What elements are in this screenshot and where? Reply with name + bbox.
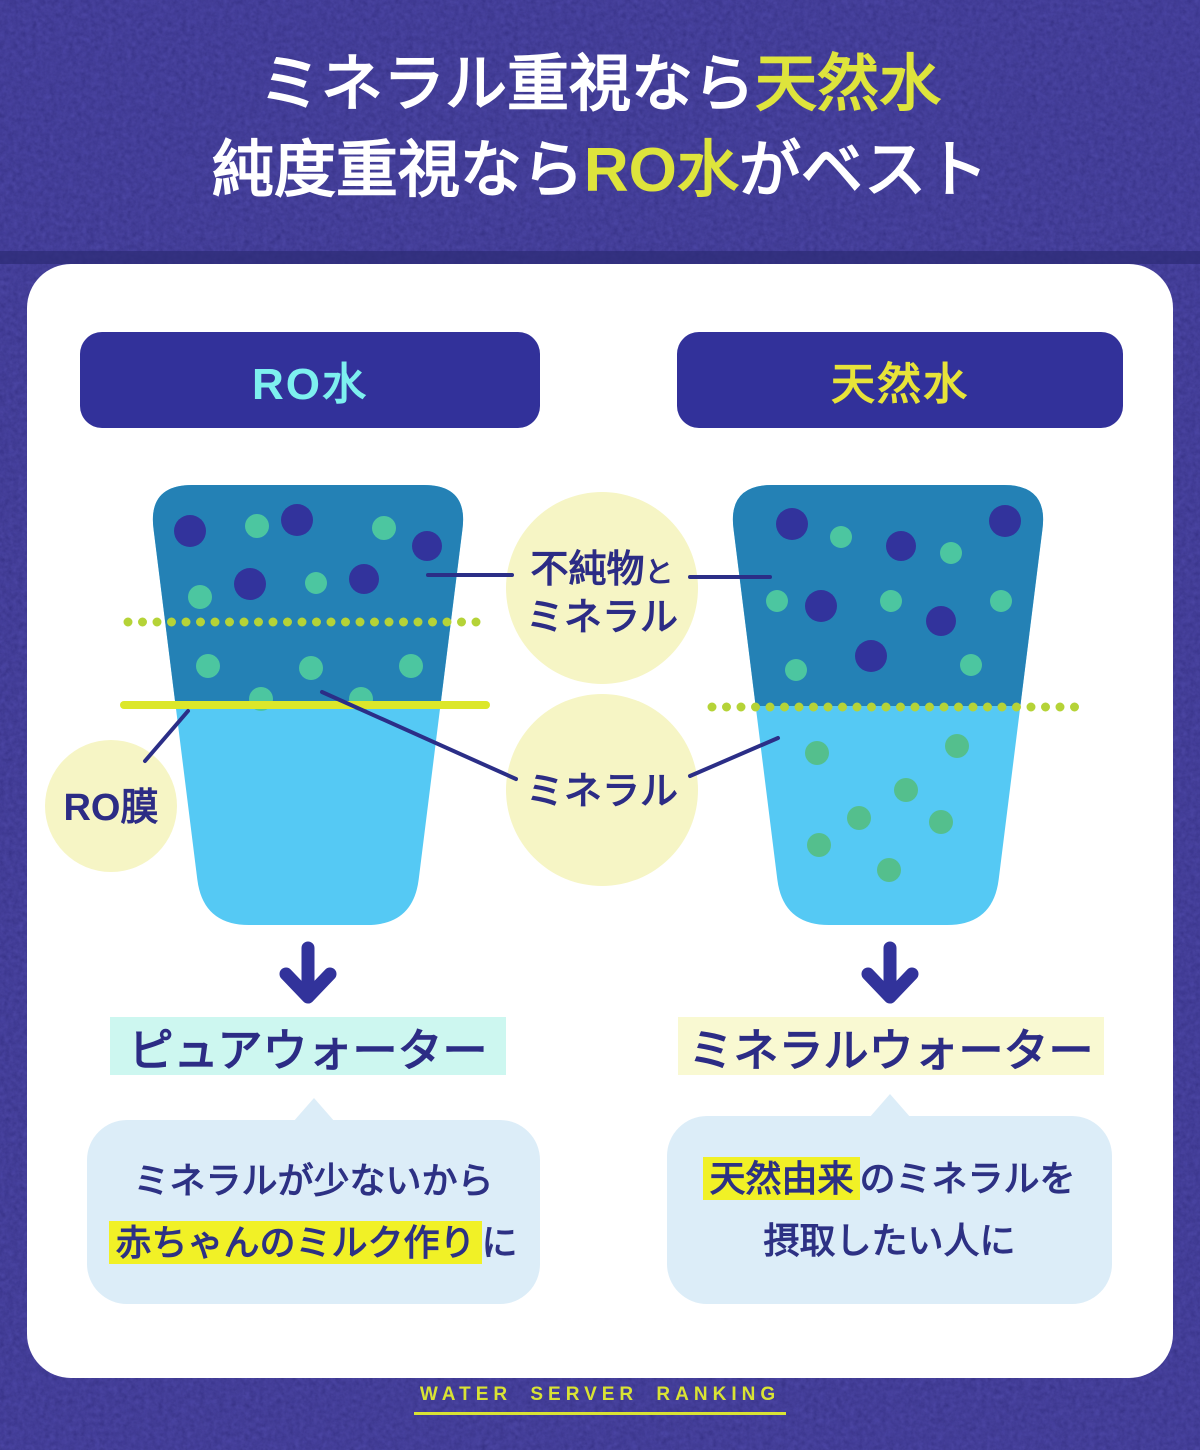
pure-water-result-label: ピュアウォーター: [110, 1017, 506, 1076]
title-line-2: 純度重視ならRO水がベスト: [0, 128, 1200, 214]
natural-water-header-pill: 天然水: [677, 332, 1123, 428]
natural-water-header-label: 天然水: [831, 360, 969, 409]
footer: WATER SERVER RANKING: [0, 1384, 1200, 1415]
natural-water-note-line1: 天然由来のミネラルを: [703, 1148, 1076, 1210]
ro-water-note-line2-rest: に: [481, 1222, 518, 1263]
ro-water-note-text: ミネラルが少ないから 赤ちゃんのミルク作りに: [87, 1120, 540, 1304]
title-line2-text: 純度重視なら: [211, 136, 584, 205]
natural-water-note-line1-rest: のミネラルを: [859, 1158, 1076, 1199]
title-line-1: ミネラル重視なら天然水: [0, 42, 1200, 128]
title-line1-text: ミネラル重視なら: [258, 50, 755, 119]
ro-water-header-label: RO水: [252, 360, 368, 409]
footer-brand-text: WATER SERVER RANKING: [413, 1384, 787, 1415]
ro-water-header-pill: RO水: [80, 332, 540, 428]
page-title: ミネラル重視なら天然水 純度重視ならRO水がベスト: [0, 42, 1200, 214]
ro-water-note-highlight: 赤ちゃんのミルク作り: [109, 1221, 482, 1264]
background-seam-band: [0, 251, 1200, 264]
mineral-water-result-label: ミネラルウォーター: [678, 1017, 1104, 1076]
ro-water-note-line1: ミネラルが少ないから: [133, 1160, 494, 1201]
ro-water-note-bubble: ミネラルが少ないから 赤ちゃんのミルク作りに: [87, 1098, 540, 1304]
natural-water-note-bubble: 天然由来のミネラルを 摂取したい人に: [667, 1094, 1112, 1304]
natural-water-note-highlight: 天然由来: [703, 1157, 860, 1200]
title-line2-suffix: がベスト: [738, 136, 989, 205]
natural-water-note-text: 天然由来のミネラルを 摂取したい人に: [667, 1116, 1112, 1304]
title-line2-accent: RO水: [583, 136, 739, 205]
ro-water-note-line2: 赤ちゃんのミルク作りに: [109, 1212, 518, 1274]
title-line1-accent: 天然水: [755, 50, 942, 119]
natural-water-note-line2: 摂取したい人に: [763, 1220, 1016, 1261]
